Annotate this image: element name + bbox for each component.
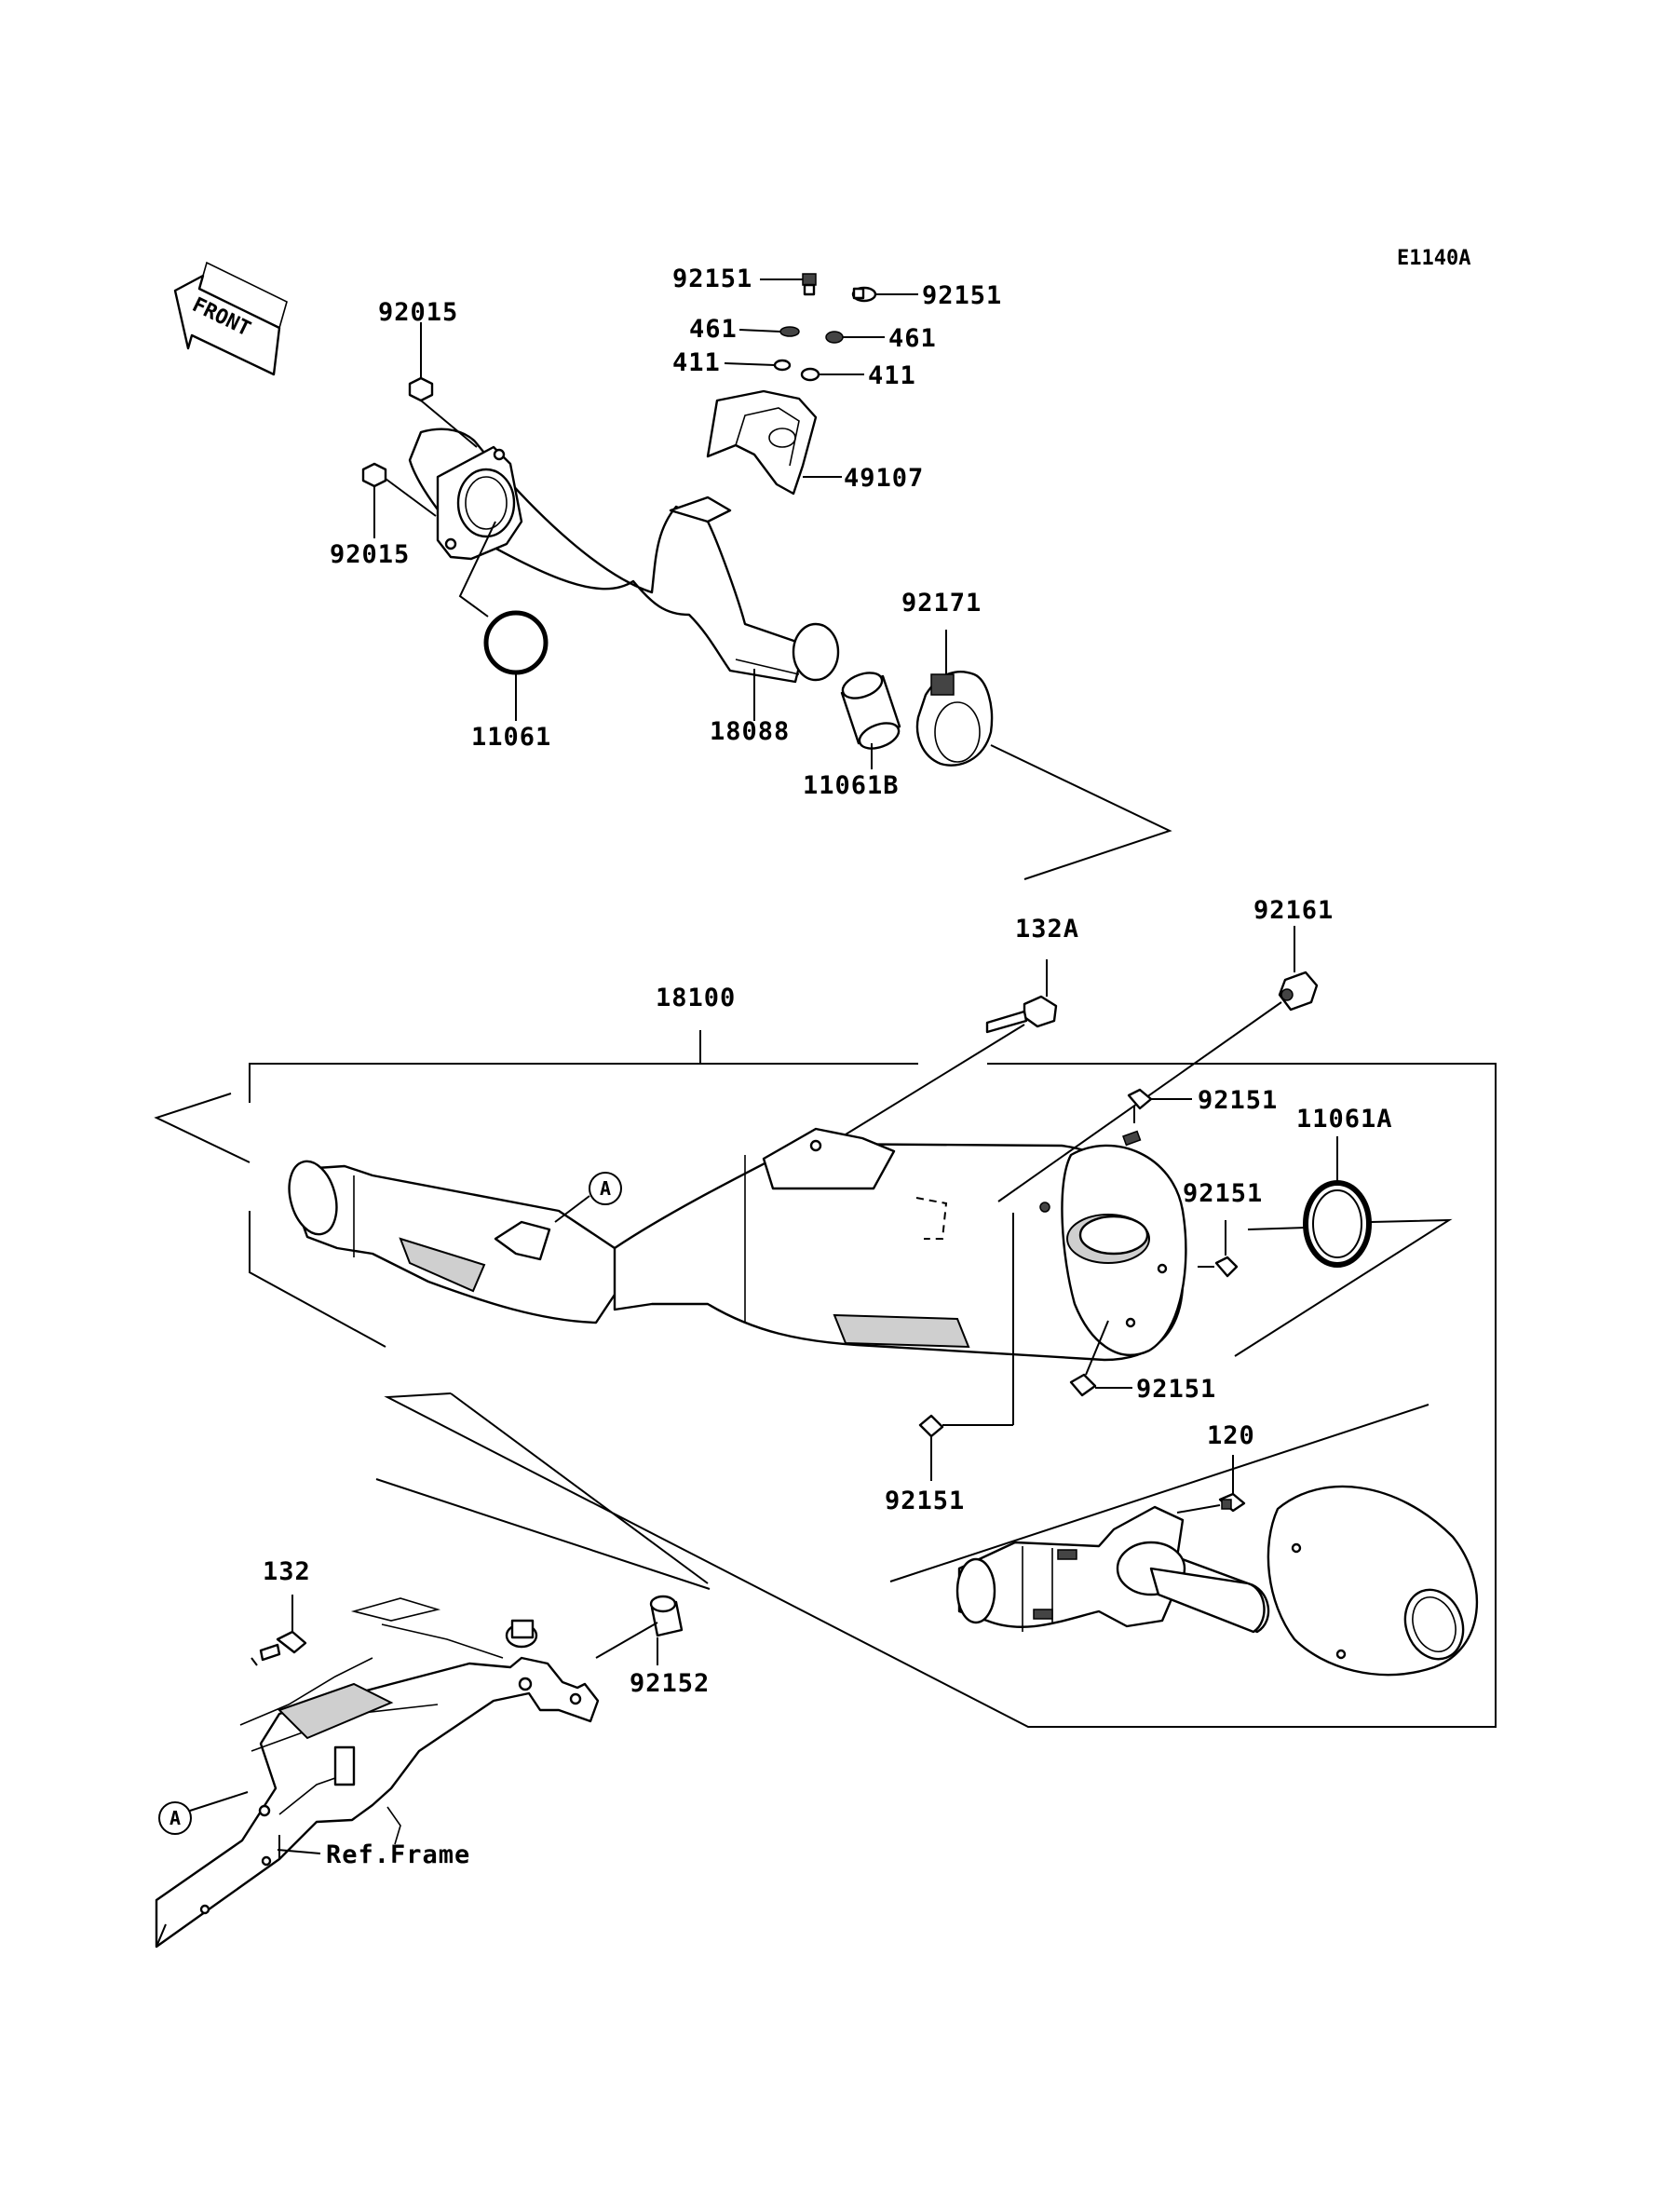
nut-92015-bottom-icon <box>361 462 387 488</box>
callout-461-left: 461 <box>689 315 738 344</box>
callout-411-left: 411 <box>672 348 721 377</box>
washer-461-left-icon <box>779 326 800 337</box>
callout-461-right: 461 <box>888 324 937 353</box>
bolt-132A-icon <box>985 995 1058 1034</box>
reference-marker-a-lower: A <box>158 1801 192 1835</box>
callout-132A: 132A <box>1015 915 1079 944</box>
callout-92161: 92161 <box>1253 896 1334 925</box>
callout-92151-end-left: 92151 <box>885 1487 965 1515</box>
nut-92015-top-icon <box>408 376 434 402</box>
callout-11061: 11061 <box>471 723 551 752</box>
end-cap-cover-icon <box>1267 1485 1479 1677</box>
heat-guard-icon <box>706 389 818 496</box>
callout-92015-top: 92015 <box>378 298 458 327</box>
bolt-92151-right-icon <box>851 286 877 303</box>
reference-marker-a-upper-label: A <box>600 1177 611 1200</box>
inner-pipe-icon <box>955 1505 1270 1634</box>
washer-411-left-icon <box>773 359 792 372</box>
callout-132: 132 <box>263 1557 311 1586</box>
callout-18088: 18088 <box>710 717 790 746</box>
callout-411-right: 411 <box>868 361 916 390</box>
rubber-damper-92161-icon <box>1278 971 1319 1012</box>
bolt-120-icon <box>1218 1492 1246 1513</box>
muffler-18100-icon <box>288 1127 1187 1362</box>
callout-92151-end-right: 92151 <box>1183 1179 1263 1208</box>
callout-92171: 92171 <box>901 589 982 618</box>
frame-section-icon <box>155 1597 600 1949</box>
bolt-132-icon <box>259 1630 307 1662</box>
callout-11061A: 11061A <box>1296 1105 1393 1134</box>
callout-92152: 92152 <box>630 1669 710 1698</box>
gasket-11061A-icon <box>1303 1180 1372 1268</box>
gasket-11061-icon <box>483 610 549 675</box>
screw-92151-end-left-icon <box>918 1414 944 1438</box>
clamp-92171-icon <box>915 671 994 767</box>
spacer-92152-icon <box>649 1595 684 1637</box>
callout-92151-end-bottom: 92151 <box>1136 1375 1216 1404</box>
screw-92151-end-bottom-icon <box>1069 1373 1097 1397</box>
callout-92151-end-top: 92151 <box>1198 1086 1278 1115</box>
washer-411-right-icon <box>800 367 820 382</box>
reference-marker-a-lower-label: A <box>169 1807 181 1829</box>
callout-92015-bottom: 92015 <box>330 540 410 569</box>
diagram-code: E1140A <box>1397 247 1470 270</box>
callout-11061B: 11061B <box>803 771 900 800</box>
collar-11061B-icon <box>840 672 901 750</box>
callout-92151-top-left: 92151 <box>672 265 752 293</box>
washer-461-right-icon <box>825 331 844 344</box>
reference-marker-a-upper: A <box>589 1172 622 1205</box>
callout-49107: 49107 <box>844 464 924 493</box>
bolt-92151-left-icon <box>802 273 817 296</box>
callout-92151-top-right: 92151 <box>922 281 1002 310</box>
callout-ref-frame: Ref.Frame <box>326 1840 470 1869</box>
callout-120: 120 <box>1207 1421 1255 1450</box>
screw-92151-end-right-icon <box>1214 1256 1239 1278</box>
head-pipe-icon <box>408 428 840 684</box>
callout-18100: 18100 <box>656 984 736 1012</box>
front-arrow-icon: FRONT <box>173 261 288 376</box>
